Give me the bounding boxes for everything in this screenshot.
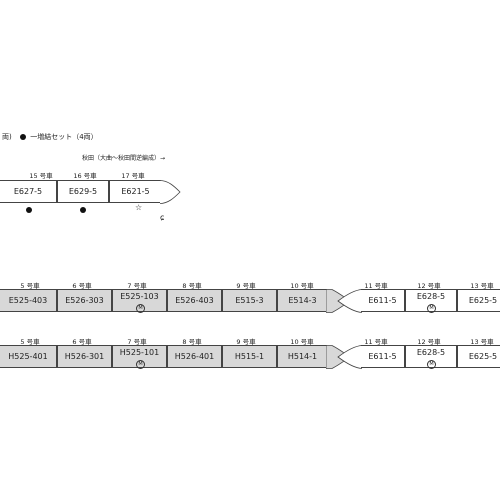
- dot-mark-icon: [26, 207, 32, 213]
- car-e525-403: E525-403: [0, 289, 57, 312]
- car-number: 11 号車: [364, 338, 388, 346]
- car-h525-101: H525-101: [112, 345, 167, 368]
- car-number: 7 号車: [127, 338, 147, 346]
- car-e514-3: E514-3: [277, 289, 327, 312]
- coupler-mark: ɕ: [160, 213, 165, 222]
- motor-car-icon: M: [136, 304, 145, 313]
- car-number: 13 号車: [470, 282, 494, 290]
- car-number: 9 号車: [236, 282, 256, 290]
- car-number: 8 号車: [182, 282, 202, 290]
- car-number: 7 号車: [127, 282, 147, 290]
- motor-mark: M: [138, 305, 143, 311]
- motor-car-icon: M: [427, 360, 436, 369]
- nose-icon: [160, 180, 181, 204]
- car-number: 17 号車: [121, 172, 145, 180]
- car-number: 10 号車: [290, 282, 314, 290]
- car-e629: E629-5: [57, 180, 109, 203]
- star-mark-icon: ☆: [135, 203, 143, 212]
- legend: 両) 一増結セット（4両）: [2, 132, 98, 142]
- car-number: 15 号車: [29, 172, 53, 180]
- car-e526-303: E526-303: [57, 289, 112, 312]
- car-e526-403: E526-403: [167, 289, 222, 312]
- motor-car-icon: M: [427, 304, 436, 313]
- car-number: 6 号車: [72, 338, 92, 346]
- car-number: 10 号車: [290, 338, 314, 346]
- car-e625-5: E625-5: [457, 345, 500, 368]
- car-h514-1: H514-1: [277, 345, 327, 368]
- motor-mark: M: [138, 361, 143, 367]
- car-number: 12 号車: [417, 338, 441, 346]
- car-number: 9 号車: [236, 338, 256, 346]
- car-h526-401: H526-401: [167, 345, 222, 368]
- car-number: 5 号車: [20, 282, 40, 290]
- route-label: 秋田（大曲～秋田間逆編成）→: [82, 155, 166, 162]
- motor-mark: M: [429, 305, 434, 311]
- car-e611-5: E611-5: [361, 345, 405, 368]
- dot-mark-icon: [80, 207, 86, 213]
- car-number: 11 号車: [364, 282, 388, 290]
- car-e515-3: E515-3: [222, 289, 277, 312]
- legend-prefix: 両): [2, 133, 12, 141]
- legend-text: 一増結セット（4両）: [30, 133, 98, 141]
- motor-mark: M: [429, 361, 434, 367]
- nose-icon: [337, 345, 362, 369]
- car-e621: E621-5: [109, 180, 161, 203]
- car-h525-401: H525-401: [0, 345, 57, 368]
- car-number: 5 号車: [20, 338, 40, 346]
- car-number: 16 号車: [73, 172, 97, 180]
- nose-icon: [337, 289, 362, 313]
- car-number: 13 号車: [470, 338, 494, 346]
- car-e611-5: E611-5: [361, 289, 405, 312]
- car-number: 6 号車: [72, 282, 92, 290]
- motor-car-icon: M: [136, 360, 145, 369]
- car-h526-301: H526-301: [57, 345, 112, 368]
- car-e627: E627-5: [0, 180, 57, 203]
- car-e625-5: E625-5: [457, 289, 500, 312]
- car-number: 12 号車: [417, 282, 441, 290]
- legend-dot-icon: [19, 134, 26, 140]
- car-h515-1: H515-1: [222, 345, 277, 368]
- car-number: 8 号車: [182, 338, 202, 346]
